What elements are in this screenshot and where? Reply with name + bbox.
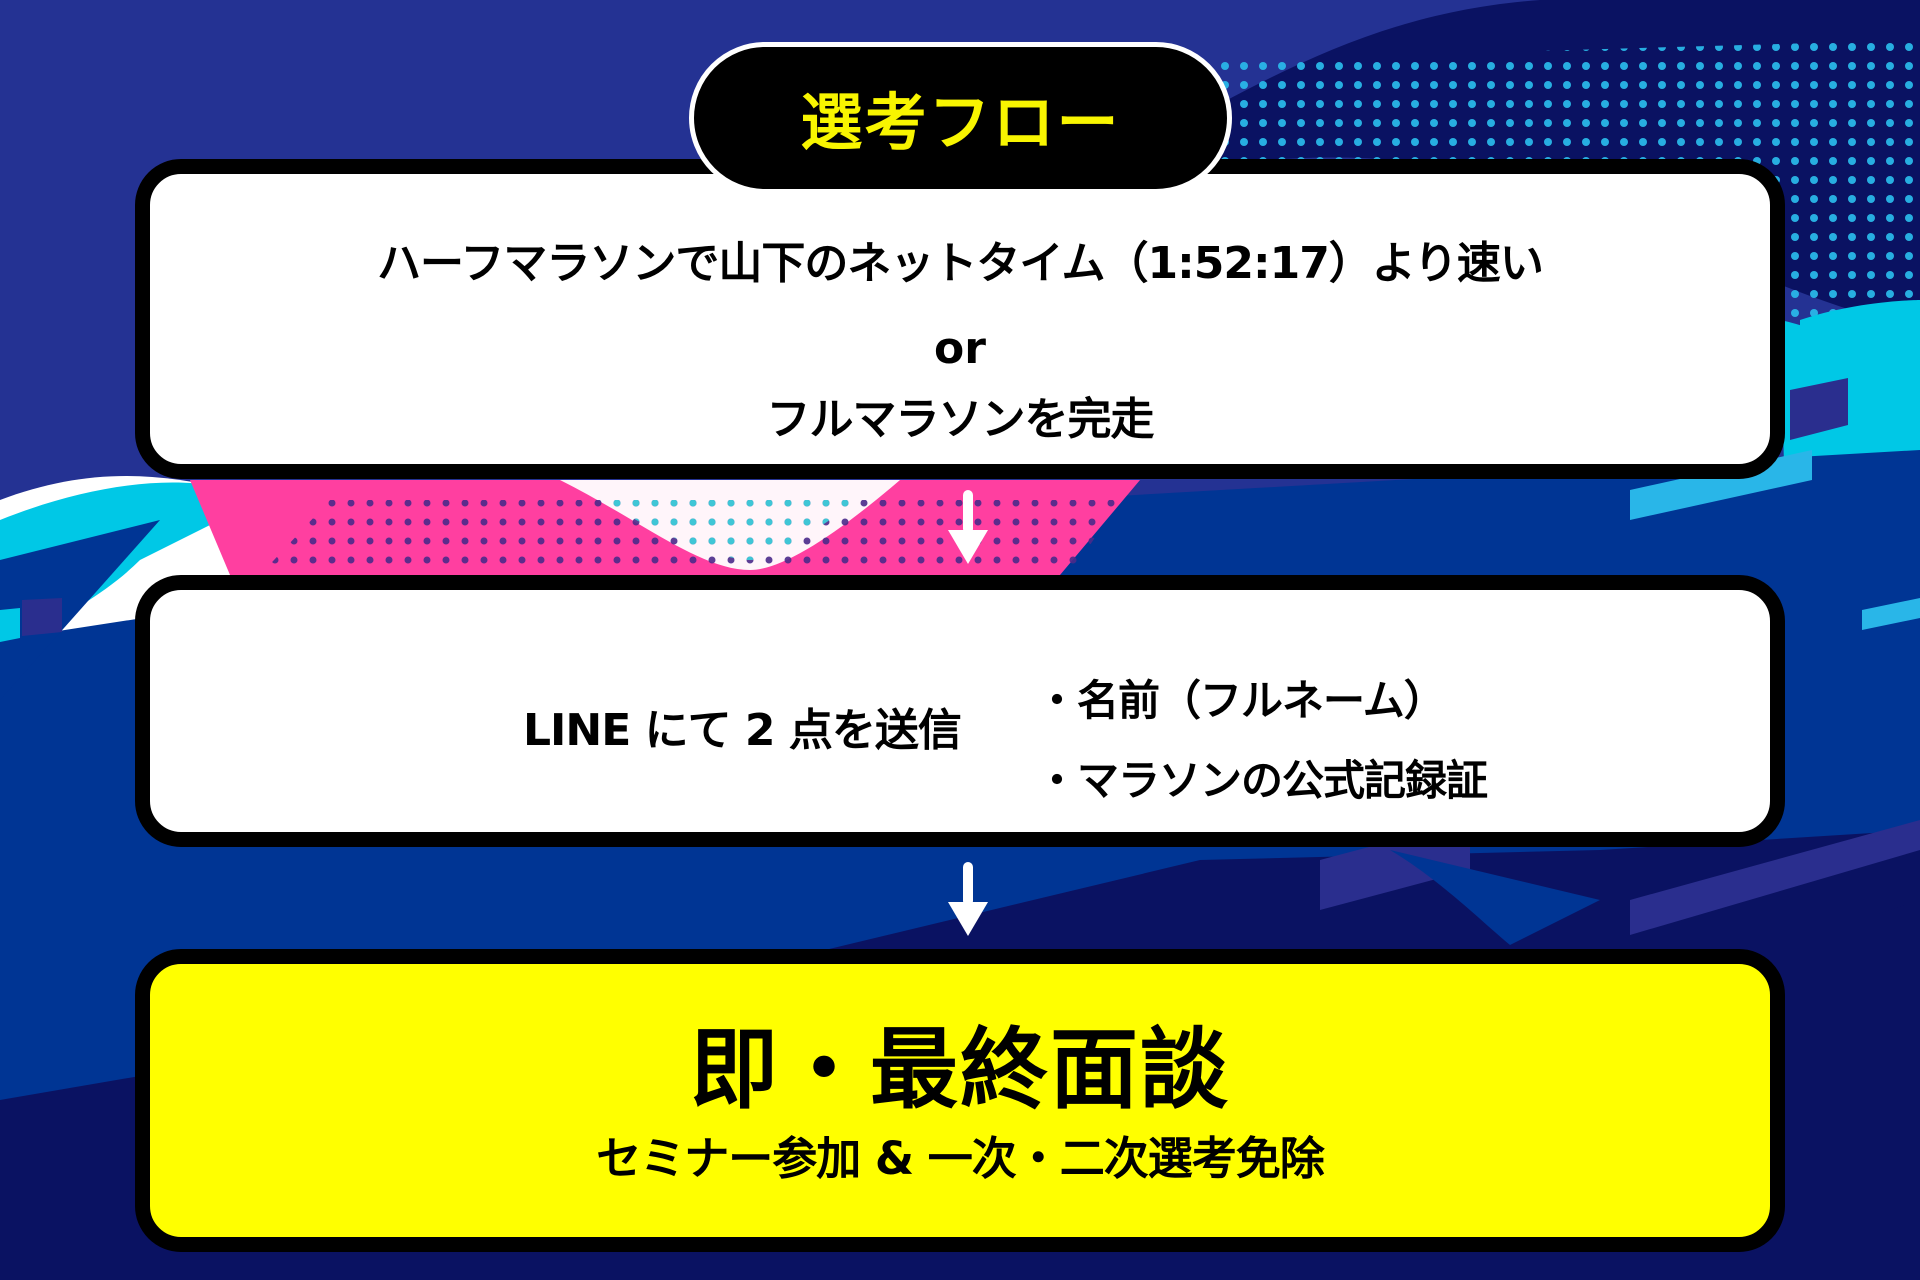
step-2-card: LINE にて 2 点を送信 ・名前（フルネーム） ・マラソンの公式記録証 [135,575,1785,847]
step-1-condition-full-marathon: フルマラソンを完走 [766,394,1155,445]
step-1-or-separator: or [934,323,986,374]
step-1-condition-half-marathon: ハーフマラソンで山下のネットタイム（1:52:17）より速い [377,238,1544,289]
step-2-required-items: ・名前（フルネーム） ・マラソンの公式記録証 [1036,676,1488,840]
step-3-final-interview-card: 即・最終面談 セミナー参加 & 一次・二次選考免除 [135,949,1785,1252]
list-item: ・名前（フルネーム） [1036,676,1446,725]
selection-flow-title: 選考フロー [800,86,1121,159]
final-interview-title: 即・最終面談 [689,1018,1230,1121]
arrow-down-icon [948,490,988,564]
selection-flow-title-pill: 選考フロー [689,42,1232,194]
final-interview-subtitle: セミナー参加 & 一次・二次選考免除 [596,1132,1325,1185]
step-2-instruction: LINE にて 2 点を送信 [523,705,962,756]
arrow-down-icon [948,862,988,936]
step-1-card: ハーフマラソンで山下のネットタイム（1:52:17）より速い or フルマラソン… [135,159,1785,479]
list-item: ・マラソンの公式記録証 [1036,756,1488,805]
